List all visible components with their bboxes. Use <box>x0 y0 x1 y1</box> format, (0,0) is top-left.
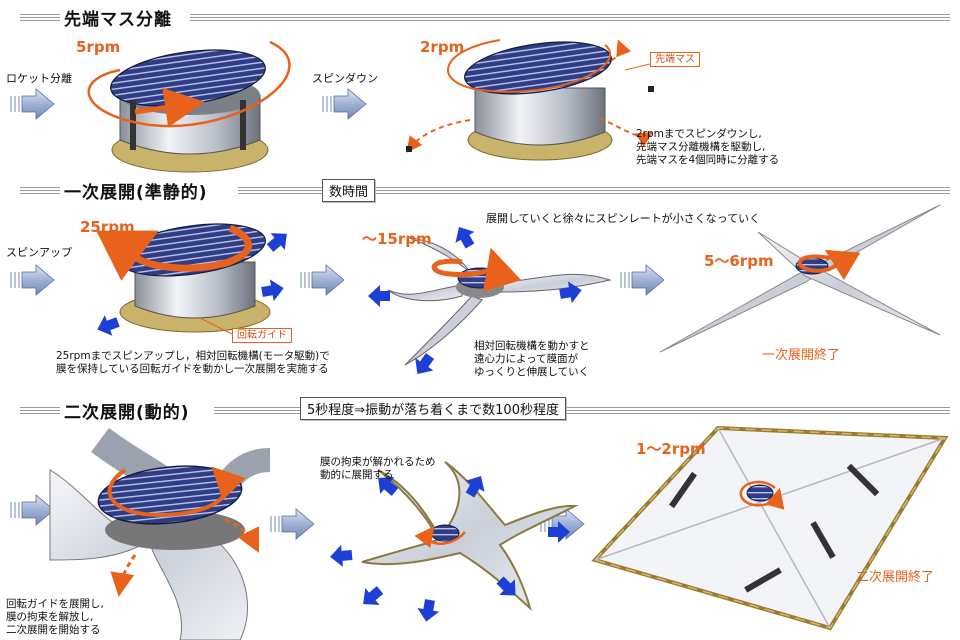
section1-rule-right <box>190 14 950 21</box>
spacecraft-spinup <box>118 223 271 333</box>
note-tip-mass-line1: 2rpmまでスピンダウンし, <box>636 128 762 140</box>
step-arrow-1 <box>9 88 55 120</box>
deploy-arrow-b <box>260 277 286 303</box>
deploy-arrow-d <box>368 285 390 307</box>
label-secondary-deploy-complete: 二次展開終了 <box>856 570 935 585</box>
deploy-arrow-f <box>408 349 440 381</box>
callout-rotation-guide: 回転ガイド <box>232 328 292 343</box>
membrane-x-extended <box>659 204 941 353</box>
callout-leader-2 <box>199 317 233 335</box>
guide-release-2 <box>110 554 137 597</box>
note-spin-up-line2: 膜を保持している回転ガイドを動かし一次展開を実施する <box>56 363 329 375</box>
section3-rule-right <box>214 407 950 414</box>
deploy-arrow-k <box>415 598 441 624</box>
callout-leader-1 <box>624 63 651 71</box>
step-arrow-3 <box>9 264 55 296</box>
tip-mass-2 <box>648 86 654 92</box>
deploy-arrow-a <box>93 311 122 340</box>
deploy-arrow-j <box>356 581 388 613</box>
section2-title: 一次展開(準静的) <box>60 178 212 203</box>
note-spin-up-line1: 25rpmまでスピンアップし，相対回転機構(モータ駆動)で <box>56 350 330 362</box>
spin-arrow-1b <box>134 87 205 128</box>
caption-spin-rate: 展開していくと徐々にスピンレートが小さくなっていく <box>486 212 761 225</box>
section3-title: 二次展開(動的) <box>60 398 194 423</box>
note-tip-mass-line2: 先端マス分離機構を駆動し, <box>636 141 766 153</box>
step-arrow-4 <box>299 264 345 296</box>
section2-rule-left <box>20 187 60 194</box>
section1-title: 先端マス分離 <box>60 5 176 30</box>
note-dynamic-deploy-line2: 動的に展開する <box>320 469 394 481</box>
section1-rule-left <box>20 14 60 21</box>
label-spin-up: スピンアップ <box>6 246 72 259</box>
label-rocket-separation: ロケット分離 <box>6 72 72 85</box>
label-spin-down: スピンダウン <box>312 72 378 85</box>
note-release-guide-line1: 回転ガイドを展開し, <box>6 598 104 610</box>
step-arrow-2 <box>321 88 367 120</box>
spin-arrow-8 <box>739 480 785 510</box>
note-dynamic-deploy: 膜の拘束が解かれるため 動的に展開する <box>320 456 436 482</box>
tip-mass-path-3 <box>611 39 632 61</box>
membrane-square-sail <box>591 425 949 631</box>
note-relative-rotation-line1: 相対回転機構を動かすと <box>474 340 590 352</box>
spin-arrow-3 <box>96 224 252 281</box>
deploy-arrow-i <box>329 544 353 568</box>
note-relative-rotation-line3: ゆっくりと伸展していく <box>474 366 590 378</box>
spin-arrow-6 <box>107 466 246 518</box>
note-tip-mass: 2rpmまでスピンダウンし, 先端マス分離機構を駆動し, 先端マスを4個同時に分… <box>636 128 779 167</box>
note-spin-up: 25rpmまでスピンアップし，相対回転機構(モータ駆動)で 膜を保持している回転… <box>56 350 330 376</box>
step-arrow-6 <box>9 494 55 526</box>
rpm-5: 5rpm <box>76 38 121 56</box>
deploy-arrow-c <box>262 225 294 257</box>
rpm-25: 25rpm <box>80 218 135 236</box>
spin-arrow-7 <box>414 526 466 549</box>
guide-release-1 <box>224 518 260 554</box>
tip-mass-path-2 <box>599 117 654 148</box>
rpm-1-2: 1〜2rpm <box>636 440 706 458</box>
note-release-guide-line2: 膜の拘束を解放し, <box>6 611 94 623</box>
section3-rule-left <box>20 407 60 414</box>
tip-mass-1 <box>406 146 412 152</box>
rpm-5-6: 5〜6rpm <box>704 252 774 270</box>
rpm-2: 2rpm <box>420 38 465 56</box>
spin-arrow-5 <box>797 249 861 281</box>
step-arrow-7 <box>269 508 315 540</box>
note-dynamic-deploy-line1: 膜の拘束が解かれるため <box>320 456 436 468</box>
membrane-star <box>361 461 579 612</box>
note-tip-mass-line3: 先端マスを4個同時に分離する <box>636 154 780 166</box>
spin-arrow-2 <box>447 39 612 93</box>
spacecraft-stowed-2 <box>464 41 613 161</box>
callout-tip-mass: 先端マス <box>650 52 700 67</box>
note-relative-rotation: 相対回転機構を動かすと 遠心力によって膜面が ゆっくりと伸展していく <box>474 340 590 379</box>
section3-duration: 5秒程度⇒振動が落ち着くまで数100秒程度 <box>300 397 566 420</box>
note-relative-rotation-line2: 遠心力によって膜面が <box>474 353 579 365</box>
note-release-guide-line3: 二次展開を開始する <box>6 624 101 636</box>
rpm-15: 〜15rpm <box>362 230 432 248</box>
deploy-arrow-g <box>449 221 480 252</box>
spin-arrow-4 <box>431 247 522 292</box>
step-arrow-5 <box>619 264 665 296</box>
tip-mass-path-1 <box>406 119 471 153</box>
section2-rule-right <box>238 187 950 194</box>
note-release-guide: 回転ガイドを展開し, 膜の拘束を解放し, 二次展開を開始する <box>6 598 104 637</box>
section2-duration: 数時間 <box>322 179 376 202</box>
label-primary-deploy-complete: 一次展開終了 <box>762 348 841 363</box>
